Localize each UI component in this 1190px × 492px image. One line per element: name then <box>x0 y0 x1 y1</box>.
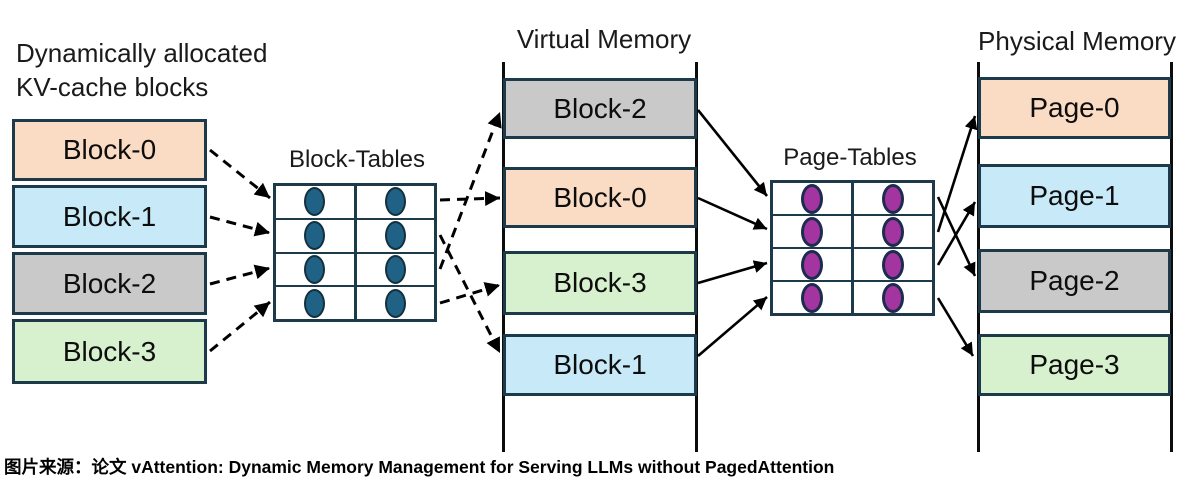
block-table-cell <box>276 186 354 218</box>
arrow-pagetable-row1-to-page2 <box>936 196 977 277</box>
physical-memory-title: Physical Memory <box>978 26 1176 56</box>
arrow-vm-block3-to-pagetable-row3 <box>697 260 768 285</box>
vm-slot-block-0-label: Block-0 <box>553 181 647 213</box>
page-table-cell <box>773 216 851 247</box>
block-table-cell <box>276 287 354 319</box>
kv-cache-heading-line2: KV-cache blocks <box>16 72 209 102</box>
entry-oval-icon <box>882 282 904 313</box>
entry-oval-icon <box>304 288 326 318</box>
vm-slot-block-3: Block-3 <box>503 251 697 315</box>
entry-oval-icon <box>384 288 406 318</box>
arrow-kvblock3-to-blocktable-row4 <box>209 300 271 353</box>
block-table-cell <box>353 253 435 286</box>
entry-oval-icon <box>304 254 326 284</box>
entry-oval-icon <box>801 249 823 280</box>
entry-oval-icon <box>801 183 823 214</box>
page-table <box>770 180 935 316</box>
vm-slot-block-0: Block-0 <box>503 167 697 228</box>
entry-oval-icon <box>882 216 904 247</box>
arrow-blocktable-row2-to-vm-block1 <box>438 234 502 354</box>
entry-oval-icon <box>304 221 326 251</box>
page-table-row <box>773 247 932 280</box>
block-table-cell <box>353 186 435 218</box>
block-table-title: Block-Tables <box>288 146 426 173</box>
entry-oval-icon <box>384 221 406 251</box>
pm-page-0: Page-0 <box>978 77 1171 139</box>
kv-block-3-label: Block-3 <box>62 335 157 367</box>
block-table-cell <box>353 287 435 319</box>
page-table-cell <box>851 282 932 313</box>
image-source-caption: 图片来源：论文 vAttention: Dynamic Memory Manag… <box>4 457 835 477</box>
block-table-row <box>276 251 435 286</box>
entry-oval-icon <box>384 187 406 217</box>
kv-block-1-label: Block-1 <box>62 200 157 232</box>
arrow-kvblock1-to-blocktable-row2 <box>209 215 271 237</box>
page-table-cell <box>851 183 932 214</box>
page-table-row <box>773 280 932 313</box>
pm-page-1-label: Page-1 <box>1029 180 1120 211</box>
kv-cache-heading-line1: Dynamically allocated <box>16 38 268 68</box>
kv-block-2: Block-2 <box>12 252 207 315</box>
block-table <box>273 183 437 322</box>
entry-oval-icon <box>384 254 406 284</box>
vm-slot-block-1: Block-1 <box>503 334 697 396</box>
vm-slot-block-1-label: Block-1 <box>553 349 647 380</box>
block-table-cell <box>353 219 435 252</box>
entry-oval-icon <box>882 249 904 280</box>
page-table-row <box>773 183 932 214</box>
pm-page-2-label: Page-2 <box>1029 265 1120 296</box>
kv-cache-heading: Dynamically allocated KV-cache blocks <box>16 36 267 104</box>
block-table-row <box>276 217 435 252</box>
kv-block-3: Block-3 <box>12 319 207 384</box>
page-table-cell <box>851 249 932 280</box>
vm-slot-block-3-label: Block-3 <box>553 267 647 298</box>
arrow-blocktable-row1-to-vm-block0 <box>439 191 501 206</box>
arrow-blocktable-row3-to-vm-block2 <box>438 111 502 270</box>
pm-page-2: Page-2 <box>978 249 1171 313</box>
kv-block-1: Block-1 <box>12 185 207 248</box>
kv-block-0-label: Block-0 <box>62 134 157 165</box>
pm-page-3-label: Page-3 <box>1029 349 1120 380</box>
kv-block-2-label: Block-2 <box>62 267 157 299</box>
arrow-pagetable-row2-to-page0 <box>936 115 978 233</box>
pm-page-3: Page-3 <box>978 334 1171 396</box>
block-table-row <box>276 285 434 319</box>
arrow-vm-block1-to-pagetable-row4 <box>697 296 768 357</box>
arrow-blocktable-row4-to-vm-block3 <box>439 282 501 305</box>
vm-slot-block-2-label: Block-2 <box>553 92 647 124</box>
kv-block-0: Block-0 <box>12 119 207 181</box>
page-table-cell <box>773 282 851 313</box>
block-table-row <box>276 186 434 218</box>
arrow-pagetable-row3-to-page1 <box>936 201 977 266</box>
page-table-cell <box>851 216 932 247</box>
page-table-row <box>773 214 932 247</box>
block-table-cell <box>276 254 354 286</box>
page-table-title: Page-Tables <box>783 144 917 171</box>
entry-oval-icon <box>304 187 326 217</box>
vm-slot-block-2: Block-2 <box>503 78 697 139</box>
entry-oval-icon <box>882 183 904 214</box>
virtual-memory-title: Virtual Memory <box>516 24 692 54</box>
arrow-vm-block0-to-pagetable-row2 <box>697 196 768 231</box>
pm-page-0-label: Page-0 <box>1029 92 1120 123</box>
page-table-cell <box>773 249 851 280</box>
arrow-pagetable-row4-to-page3 <box>936 297 975 357</box>
block-table-cell <box>276 220 354 252</box>
pm-page-1: Page-1 <box>978 164 1171 228</box>
page-table-cell <box>773 183 851 214</box>
arrow-kvblock2-to-blocktable-row3 <box>209 264 271 286</box>
entry-oval-icon <box>801 216 823 247</box>
physical-memory-right-rail <box>1170 62 1173 452</box>
entry-oval-icon <box>801 282 823 313</box>
